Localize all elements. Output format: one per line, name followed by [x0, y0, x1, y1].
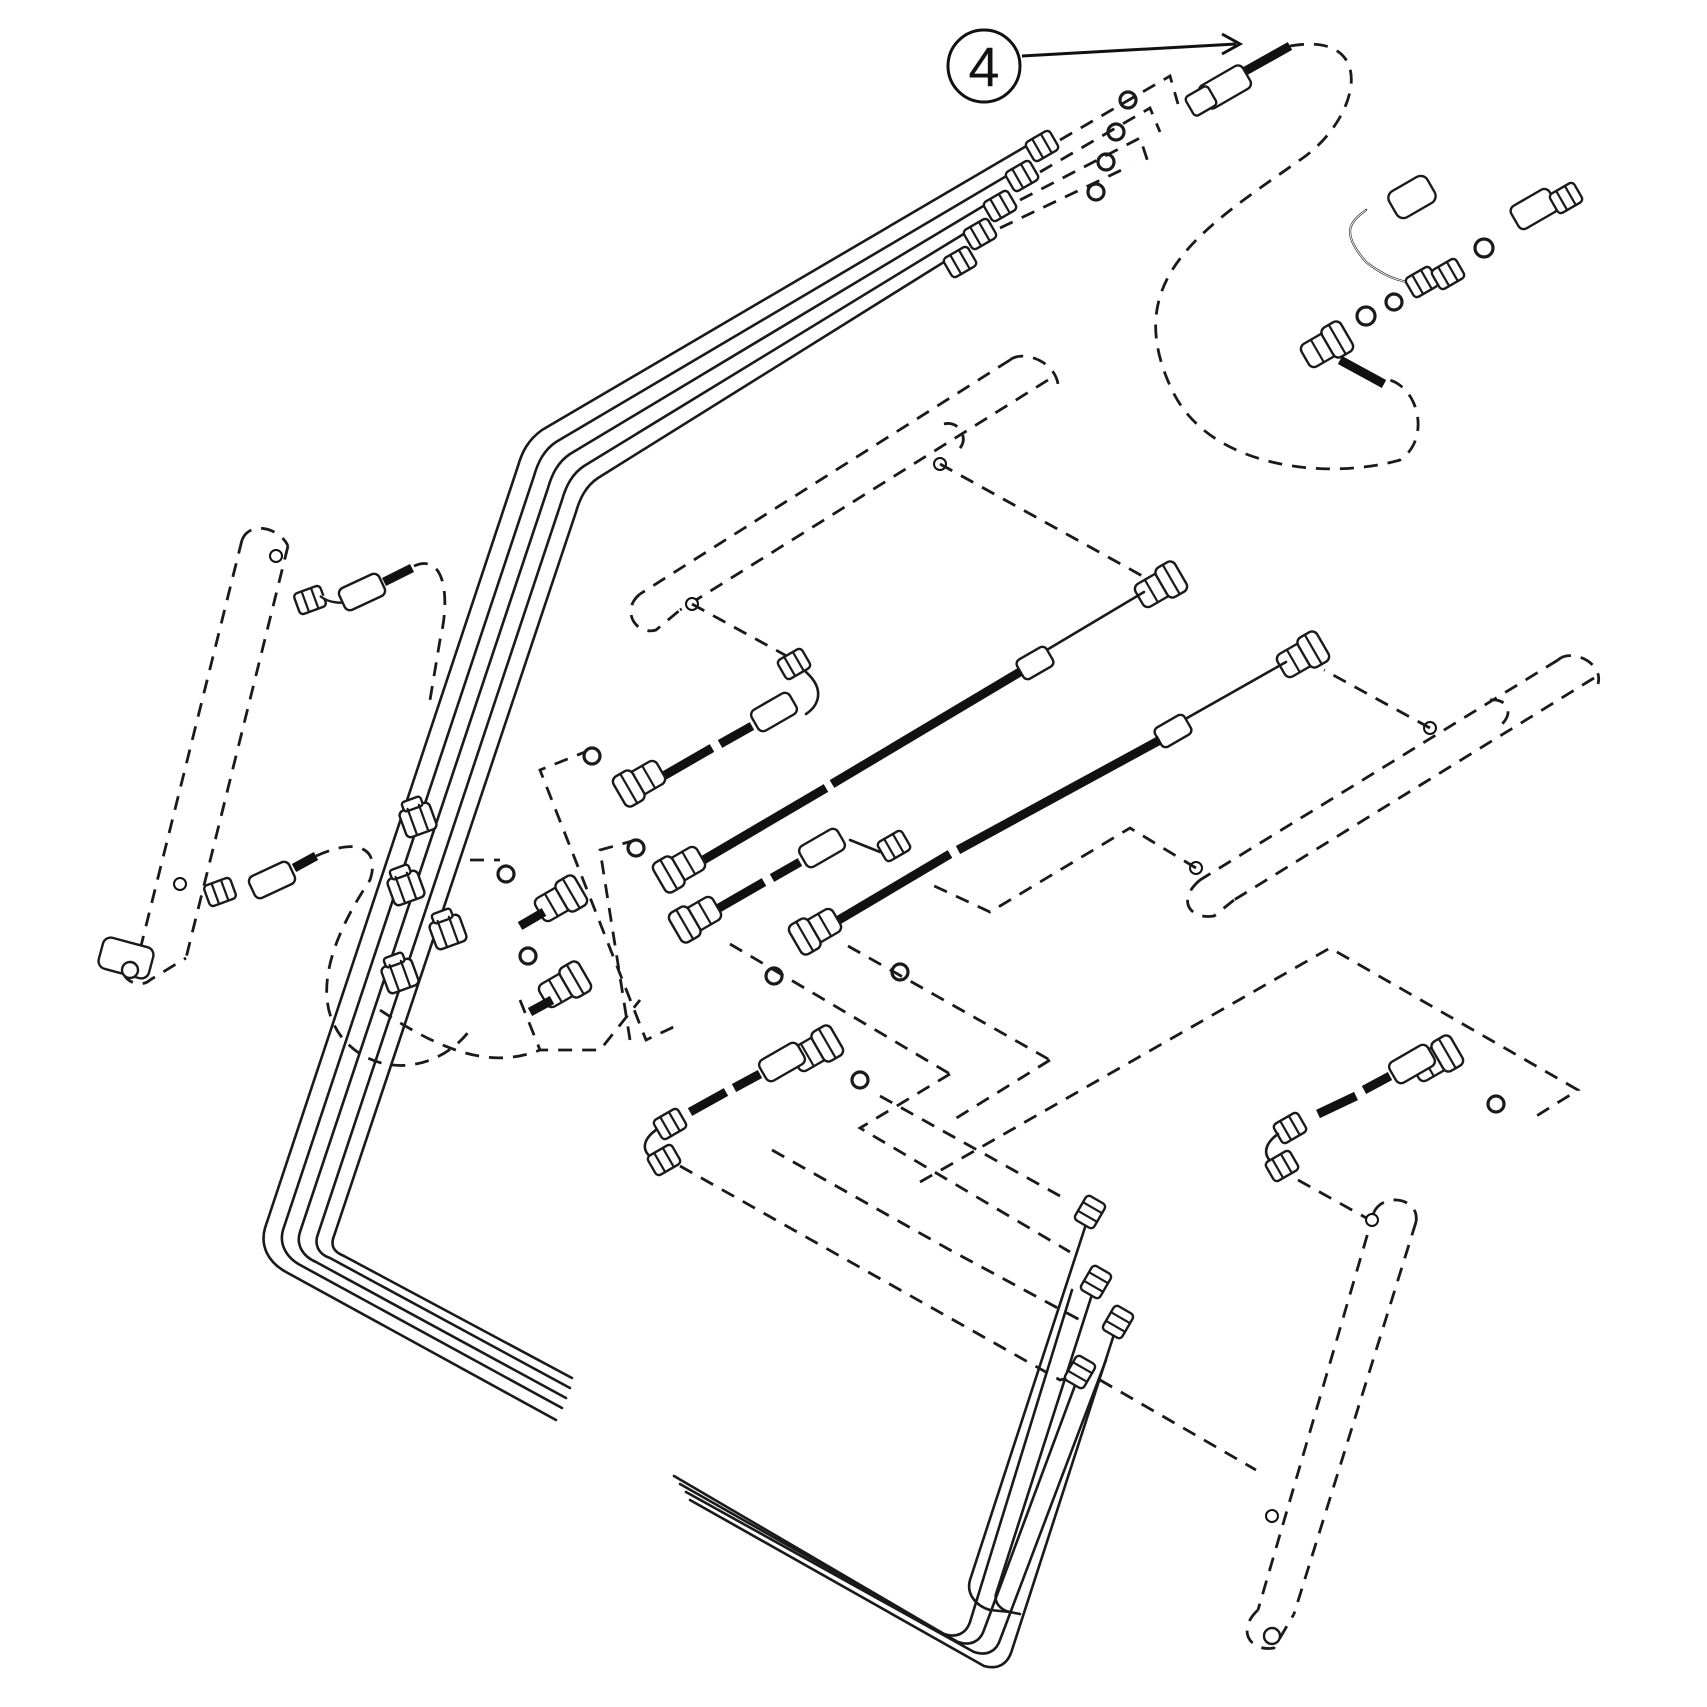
center-mid-short-hose	[665, 827, 951, 1076]
left-lower-hose	[201, 845, 472, 1067]
callout-4: 4	[946, 28, 1244, 104]
center-upper-short-hose	[582, 646, 820, 810]
right-middle-cylinder	[929, 654, 1600, 918]
main-tube-bundle	[262, 136, 1042, 1422]
left-upper-hose	[291, 562, 447, 701]
upper-center-cylinder	[629, 354, 1147, 662]
left-cylinder	[97, 526, 290, 986]
callout-number: 4	[968, 35, 999, 98]
lower-right-cylinder	[1245, 1198, 1418, 1650]
lower-dashed-leaders	[771, 946, 1581, 1472]
lower-left-hose	[643, 1022, 1101, 1382]
top-right-fitting-set	[1295, 174, 1585, 388]
center-dashed-leaders	[379, 748, 681, 1060]
top-leaders	[999, 73, 1180, 230]
callout-hose-assembly	[1154, 42, 1420, 471]
lower-tube-bundle	[672, 1193, 1136, 1669]
bundle-tee-fittings	[376, 792, 642, 1052]
center-upper-long-hose	[626, 558, 1191, 896]
lower-right-hose	[1263, 1032, 1506, 1222]
center-lower-long-hose	[785, 628, 1333, 1062]
